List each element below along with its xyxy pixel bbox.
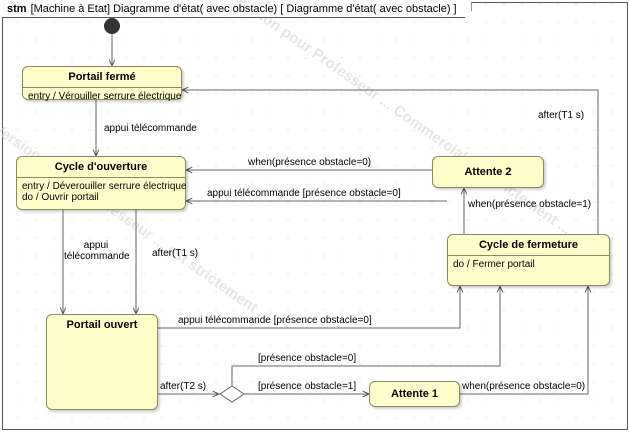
label-fermeture-to-ferme: after(T1 s)	[538, 110, 585, 121]
state-name: Attente 1	[390, 388, 439, 400]
choice-pseudostate	[219, 385, 245, 403]
edge-ouvert-to-fermeture	[158, 286, 460, 329]
state-portail-ferme[interactable]: Portail fermé entry / Vérouiller serrure…	[22, 66, 182, 102]
label-ouvert-to-fermeture: appui télécommande [présence obstacle=0]	[178, 315, 372, 326]
label-line: télécommande	[64, 251, 130, 262]
state-activities: entry / Vérouiller serrure électrique	[23, 88, 181, 105]
label-choice-to-attente1: [présence obstacle=1]	[258, 381, 357, 392]
label-line: appui	[83, 240, 109, 251]
frame-keyword: stm	[7, 3, 27, 15]
state-activities: do / Fermer portail	[448, 256, 609, 273]
state-name: Portail ouvert	[66, 319, 138, 331]
label-attente1-to-fermeture: when(présence obstacle=0)	[462, 381, 586, 392]
state-activities: entry / Déverouiller serrure électrique …	[17, 178, 187, 206]
label-ferme-to-ouverture: appui télécommande	[104, 123, 197, 134]
state-name: Cycle d'ouverture	[17, 157, 185, 178]
state-cycle-fermeture[interactable]: Cycle de fermeture do / Fermer portail	[447, 234, 610, 286]
label-fermeture-to-attente2: when(présence obstacle=1)	[468, 199, 592, 210]
edge-fermeture-to-portail-ferme	[182, 90, 599, 234]
edge-attente1-to-fermeture	[460, 286, 588, 395]
label-choice-to-fermeture: [présence obstacle=0]	[258, 353, 357, 364]
state-name: Attente 2	[464, 166, 512, 178]
label-fermeture-to-ouverture: appui télécommande [présence obstacle=0]	[207, 188, 401, 199]
edge-choice-to-fermeture	[231, 286, 500, 388]
state-attente-1[interactable]: Attente 1	[369, 381, 460, 407]
label-ouverture-to-ouvert-appui: appui télécommande	[64, 240, 130, 262]
state-entry-activity: entry / Vérouiller serrure électrique	[28, 91, 182, 102]
state-portail-ouvert[interactable]: Portail ouvert	[46, 314, 158, 410]
label-ouvert-to-choice: after(T2 s)	[160, 381, 207, 392]
state-attente-2[interactable]: Attente 2	[432, 156, 544, 188]
state-entry-activity: entry / Déverouiller serrure électrique	[22, 181, 187, 192]
label-ouverture-to-ouvert-after: after(T1 s)	[152, 248, 199, 259]
frame-header: stm[Machine à Etat] Diagramme d'état( av…	[2, 2, 472, 18]
state-cycle-ouverture[interactable]: Cycle d'ouverture entry / Déverouiller s…	[16, 156, 187, 210]
label-attente2-to-ouverture: when(présence obstacle=0)	[248, 157, 372, 168]
initial-pseudostate	[104, 18, 120, 34]
state-do-activity: do / Ouvrir portail	[22, 192, 99, 203]
state-name: Portail fermé	[23, 67, 181, 88]
frame-title: [Machine à Etat] Diagramme d'état( avec …	[30, 3, 457, 15]
state-name: Cycle de fermeture	[448, 235, 609, 256]
state-do-activity: do / Fermer portail	[453, 259, 535, 270]
